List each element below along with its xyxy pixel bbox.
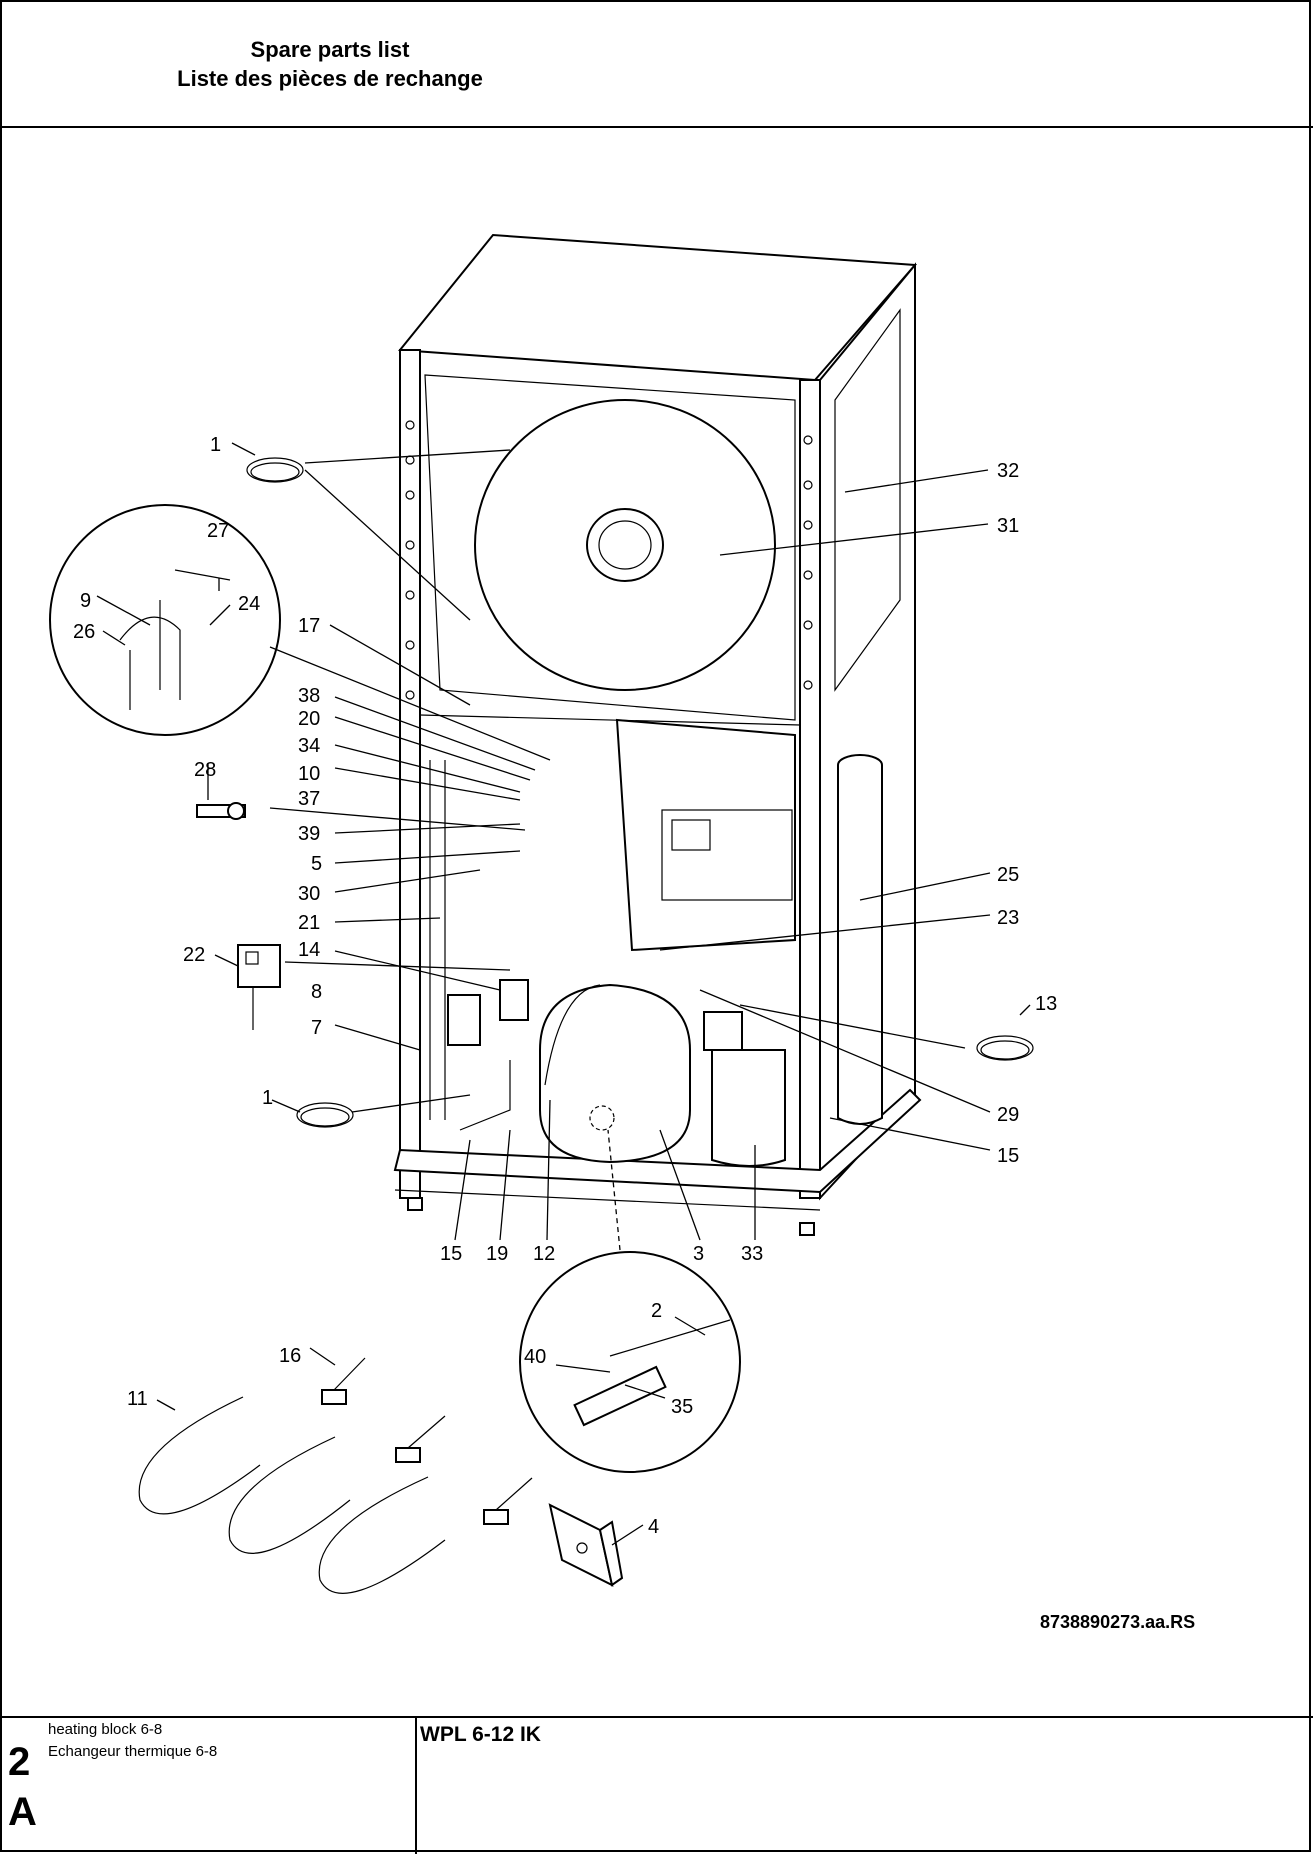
callout-12: 12 [533,1243,555,1265]
footer-column-divider [415,1718,417,1854]
callout-15: 15 [440,1243,462,1265]
expansion-vessel [539,983,691,1164]
callout-28: 28 [194,759,216,781]
callout-1-lower: 1 [262,1087,273,1109]
callout-32: 32 [997,460,1019,482]
storage-tank [837,754,883,1125]
valve-28 [196,802,246,820]
thermostat [237,944,281,1030]
callout-33: 33 [741,1243,763,1265]
callout-19: 19 [486,1243,508,1265]
description-english: heating block 6-8 [48,1721,163,1738]
callout-40: 40 [524,1346,546,1368]
callout-8: 8 [311,981,322,1003]
callout-24: 24 [238,593,260,615]
exploded-parts-diagram: 1 32 31 27 9 24 26 17 38 20 34 28 10 37 … [49,233,1057,1594]
detail-circle-sensor-fitting [519,1251,741,1473]
callout-13: 13 [1035,993,1057,1015]
callout-20: 20 [298,708,320,730]
heat-pump-cabinet [393,233,922,1236]
callout-30: 30 [298,883,320,905]
callout-3: 3 [693,1243,704,1265]
detail-circle-refrigerant-valves [49,504,281,736]
page-number: 2 [8,1740,31,1784]
callout-11: 11 [127,1388,148,1410]
callout-39: 39 [298,823,320,845]
callout-22: 22 [183,944,205,966]
leader-lines [96,442,1031,1546]
callout-5: 5 [311,853,322,875]
callout-27: 27 [207,520,229,542]
hydraulic-piping [429,760,601,1131]
callout-34: 34 [298,735,320,757]
callout-35: 35 [671,1396,693,1418]
control-box [615,718,796,952]
header-divider [0,126,1313,128]
callout-16: 16 [279,1345,301,1367]
callout-2: 2 [651,1300,662,1322]
callout-9: 9 [80,590,91,612]
section-letter: A [8,1790,37,1834]
callout-14: 14 [298,939,320,961]
callout-1: 1 [210,434,221,456]
callout-26: 26 [73,621,95,643]
junction-box [548,1503,624,1587]
description-french: Echangeur thermique 6-8 [48,1743,218,1760]
ball-valves [321,1357,533,1525]
title-english: Spare parts list [250,37,410,62]
callout-23: 23 [997,907,1019,929]
callout-38: 38 [298,685,320,707]
sensor-cables [246,457,1034,1128]
callout-4: 4 [648,1516,659,1538]
callout-31: 31 [997,515,1019,537]
callout-21: 21 [298,912,320,934]
title-french: Liste des pièces de rechange [177,66,483,91]
model-name: WPL 6-12 IK [420,1723,541,1746]
callout-10: 10 [298,763,320,785]
callout-15-right: 15 [997,1145,1019,1167]
compressor [703,1011,786,1167]
fan-evaporator [474,399,776,691]
callout-labels: 1 32 31 27 9 24 26 17 38 20 34 28 10 37 … [73,434,1057,1538]
callout-7: 7 [311,1017,322,1039]
flexible-hoses [138,1396,446,1594]
callout-25: 25 [997,864,1019,886]
callout-37: 37 [298,788,320,810]
footer-divider [0,1716,1313,1718]
callout-17: 17 [298,615,320,637]
drawing-reference-number: 8738890273.aa.RS [1040,1612,1196,1632]
callout-29: 29 [997,1104,1019,1126]
